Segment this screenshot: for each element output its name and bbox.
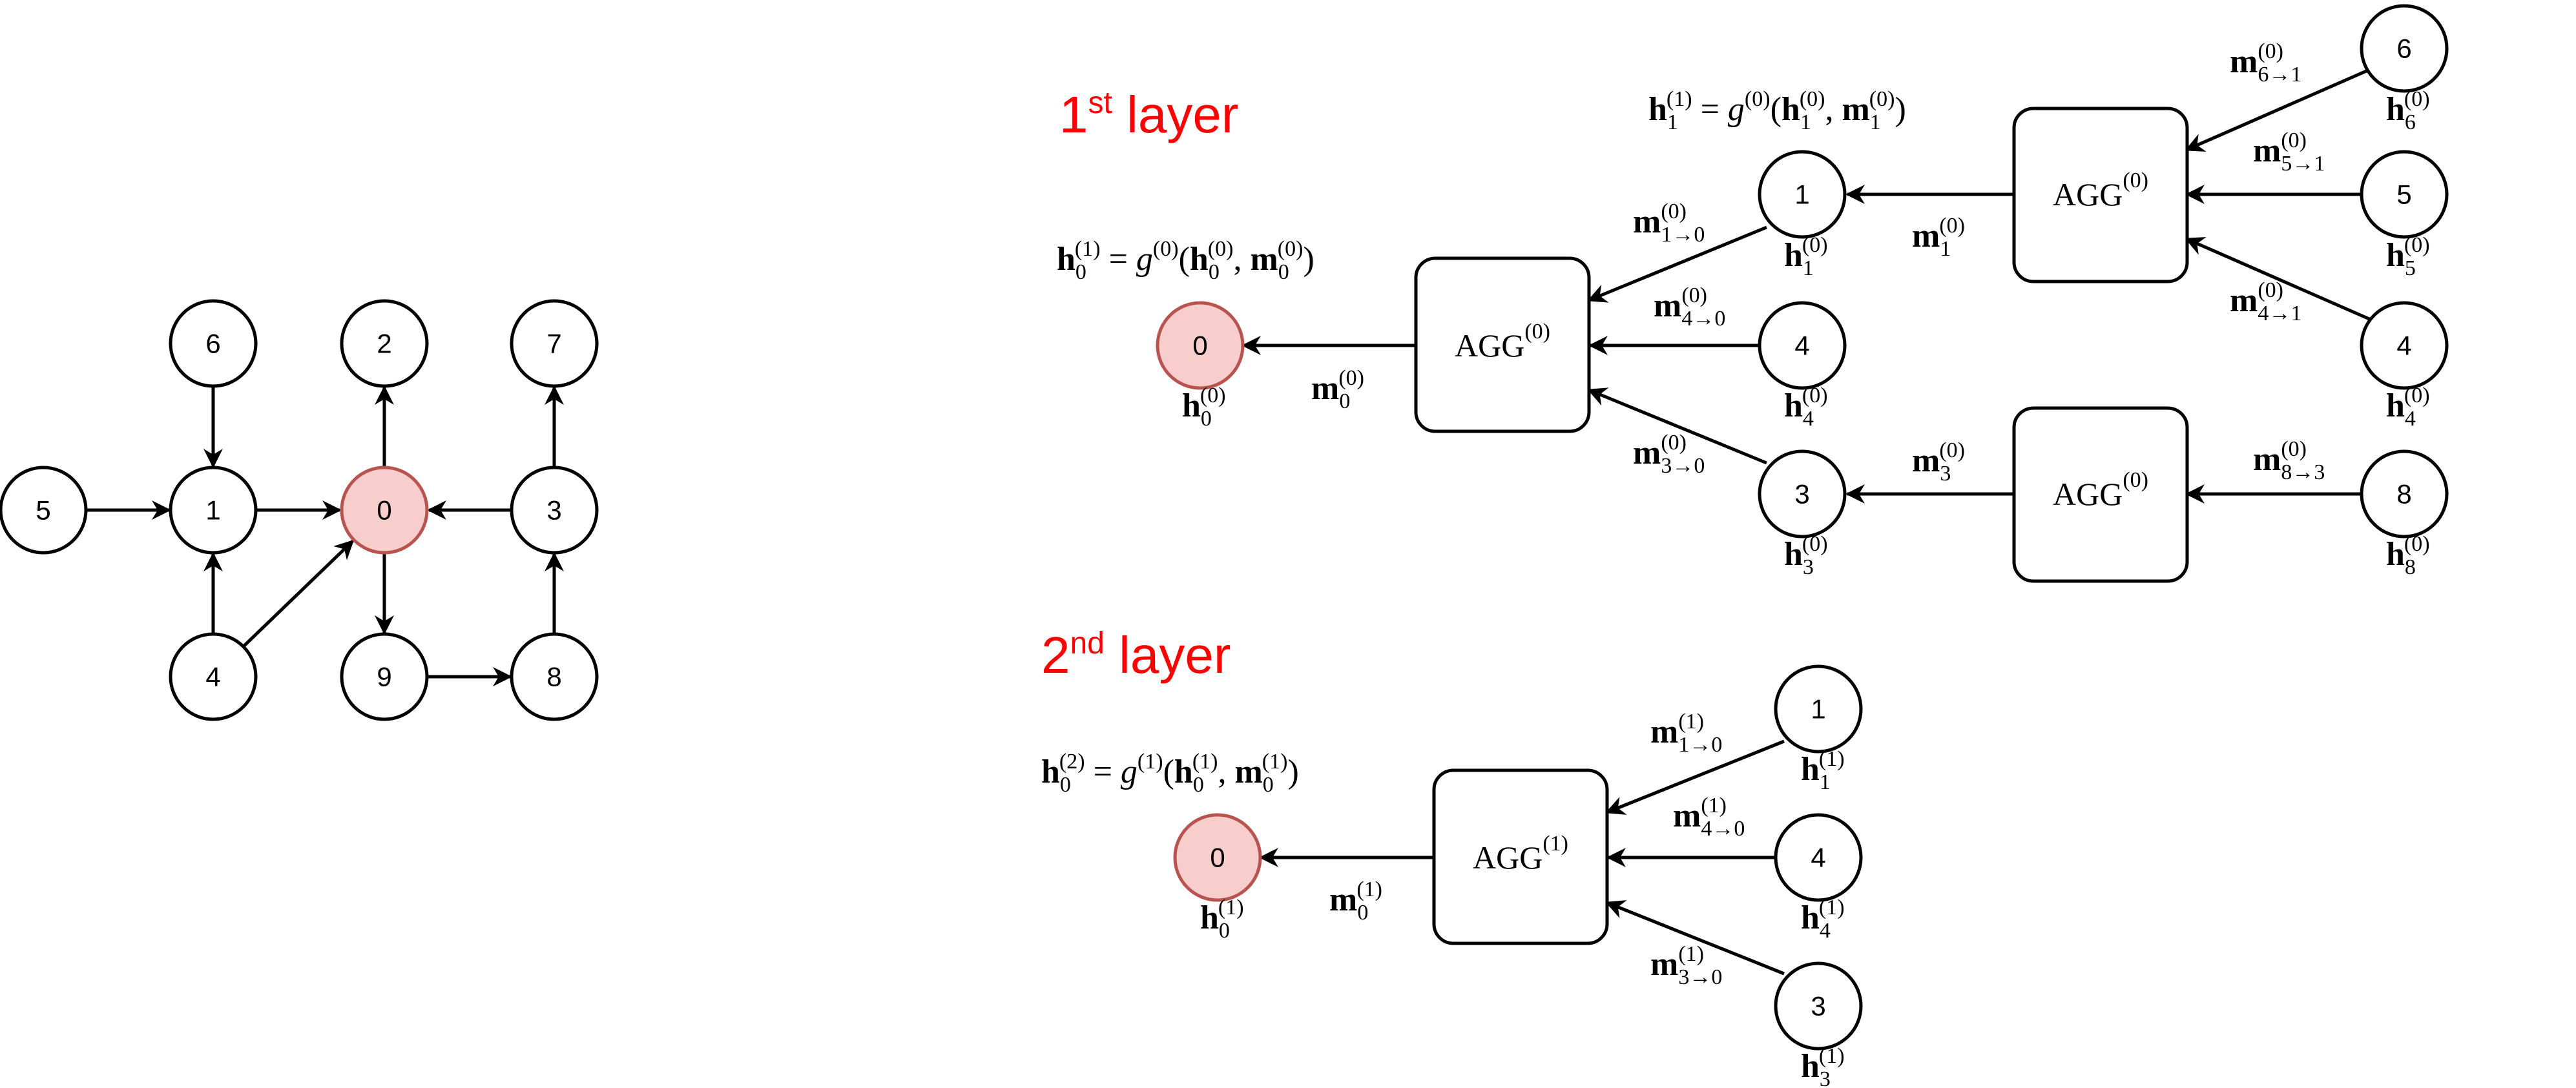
l1-agg-top: AGG(0) <box>2012 107 2189 283</box>
l1-node-4: 4 <box>1758 301 1847 390</box>
svg-text:9: 9 <box>377 662 391 692</box>
l2-h4: h4(1) <box>1801 896 1845 943</box>
layer-2: 2nd layer AGG(1) 0 1 4 3 h0(2) = g(1)(h0… <box>1041 626 1863 1088</box>
graph-node-2: 2 <box>340 299 429 388</box>
svg-text:3: 3 <box>1794 479 1809 509</box>
l1-h1: h1(0) <box>1784 233 1828 280</box>
l2-node-3: 3 <box>1774 961 1863 1051</box>
graph-node-0: 0 <box>340 466 429 555</box>
svg-text:AGG(1): AGG(1) <box>1473 832 1568 876</box>
l1-m0: m0(0) <box>1311 366 1364 413</box>
edge-4-0 <box>243 539 355 647</box>
l1-m1-0: m1→0(0) <box>1633 200 1705 247</box>
svg-text:4: 4 <box>205 662 220 692</box>
l1-m3-0: m3→0(0) <box>1633 431 1705 478</box>
layer-1: 1st layer AGG(0) AGG(0) AGG(0) 0 1 4 3 <box>1057 4 2449 583</box>
graph-node-3: 3 <box>510 466 599 555</box>
l1-target-node-0: 0 <box>1156 301 1245 390</box>
l1-h4: h4(0) <box>1784 384 1828 431</box>
l2-m0: m0(1) <box>1329 878 1382 925</box>
l1-node-6: 6 <box>2360 4 2449 93</box>
l2-target-node-0: 0 <box>1173 813 1262 902</box>
svg-text:3: 3 <box>1811 991 1825 1021</box>
l1-m1: m1(0) <box>1912 214 1965 261</box>
l1-h0: h0(0) <box>1182 384 1226 431</box>
l1-m4-1: m4→1(0) <box>2230 278 2301 325</box>
l2-m4-0: m4→0(1) <box>1673 794 1745 841</box>
l2-eq-h0: h0(2) = g(1)(h0(1), m0(1)) <box>1041 750 1299 797</box>
l1-h5: h5(0) <box>2386 233 2430 280</box>
svg-text:5: 5 <box>2396 180 2411 210</box>
edge-l1-m6 <box>2185 68 2371 152</box>
l1-agg-main: AGG(0) <box>1414 256 1591 433</box>
graph-node-6: 6 <box>169 299 258 388</box>
input-graph: 5 1 6 4 0 2 9 3 7 8 <box>0 299 599 721</box>
l2-agg: AGG(1) <box>1432 768 1609 945</box>
svg-text:0: 0 <box>377 495 391 526</box>
svg-text:2: 2 <box>377 329 391 359</box>
edge-l1-m1 <box>1587 225 1767 303</box>
l1-m6-1: m6→1(0) <box>2230 39 2301 87</box>
l1-node-5: 5 <box>2360 150 2449 239</box>
l2-h0: h0(1) <box>1200 896 1244 943</box>
layer-2-title: 2nd layer <box>1041 626 1231 684</box>
graph-node-9: 9 <box>340 632 429 721</box>
l1-m8-3: m8→3(0) <box>2253 437 2325 484</box>
l1-m3: m3(0) <box>1912 438 1965 486</box>
l2-h3: h3(1) <box>1801 1044 1845 1088</box>
svg-text:0: 0 <box>1192 331 1207 361</box>
l1-h8: h8(0) <box>2386 532 2430 579</box>
graph-node-4: 4 <box>169 632 258 721</box>
svg-text:4: 4 <box>1794 331 1809 361</box>
svg-text:1: 1 <box>1811 694 1825 724</box>
svg-text:4: 4 <box>1811 843 1825 873</box>
svg-text:6: 6 <box>2396 34 2411 64</box>
graph-node-7: 7 <box>510 299 599 388</box>
svg-text:AGG(0): AGG(0) <box>2053 169 2148 213</box>
svg-text:7: 7 <box>546 329 561 359</box>
l1-m4-0: m4→0(0) <box>1654 283 1725 331</box>
l1-h6: h6(0) <box>2386 87 2430 134</box>
svg-text:3: 3 <box>546 495 561 526</box>
svg-text:1: 1 <box>1794 180 1809 210</box>
svg-text:8: 8 <box>2396 479 2411 509</box>
l1-eq-h1: h1(1) = g(0)(h1(0), m1(0)) <box>1648 87 1906 134</box>
layer-1-title: 1st layer <box>1059 86 1238 143</box>
l2-node-1: 1 <box>1774 664 1863 754</box>
svg-text:8: 8 <box>546 662 561 692</box>
l1-h4b: h4(0) <box>2386 384 2430 431</box>
l1-node-1: 1 <box>1758 150 1847 239</box>
edge-l2-m1 <box>1605 739 1785 815</box>
l1-h3: h3(0) <box>1784 532 1828 579</box>
edge-l1-m4b <box>2185 237 2371 321</box>
svg-text:5: 5 <box>36 495 50 526</box>
l1-eq-h0: h0(1) = g(0)(h0(0), m0(0)) <box>1057 237 1314 284</box>
l1-node-3: 3 <box>1758 449 1847 539</box>
graph-node-5: 5 <box>0 466 88 555</box>
svg-text:4: 4 <box>2396 331 2411 361</box>
l2-h1: h1(1) <box>1801 747 1845 794</box>
l2-node-4: 4 <box>1774 813 1863 902</box>
l1-agg-bottom: AGG(0) <box>2012 406 2189 583</box>
l1-node-4b: 4 <box>2360 301 2449 390</box>
svg-text:AGG(0): AGG(0) <box>1455 320 1550 364</box>
svg-text:1: 1 <box>205 495 220 526</box>
svg-text:AGG(0): AGG(0) <box>2053 468 2148 513</box>
edge-l2-m3 <box>1605 900 1785 976</box>
edge-l1-m3 <box>1587 387 1767 465</box>
svg-text:6: 6 <box>205 329 220 359</box>
l2-m3-0: m3→0(1) <box>1650 942 1722 989</box>
l1-m5-1: m5→1(0) <box>2253 128 2325 176</box>
svg-text:0: 0 <box>1210 843 1225 873</box>
l2-m1-0: m1→0(1) <box>1650 710 1722 757</box>
graph-node-8: 8 <box>510 632 599 721</box>
graph-node-1: 1 <box>169 466 258 555</box>
l1-node-8: 8 <box>2360 449 2449 539</box>
